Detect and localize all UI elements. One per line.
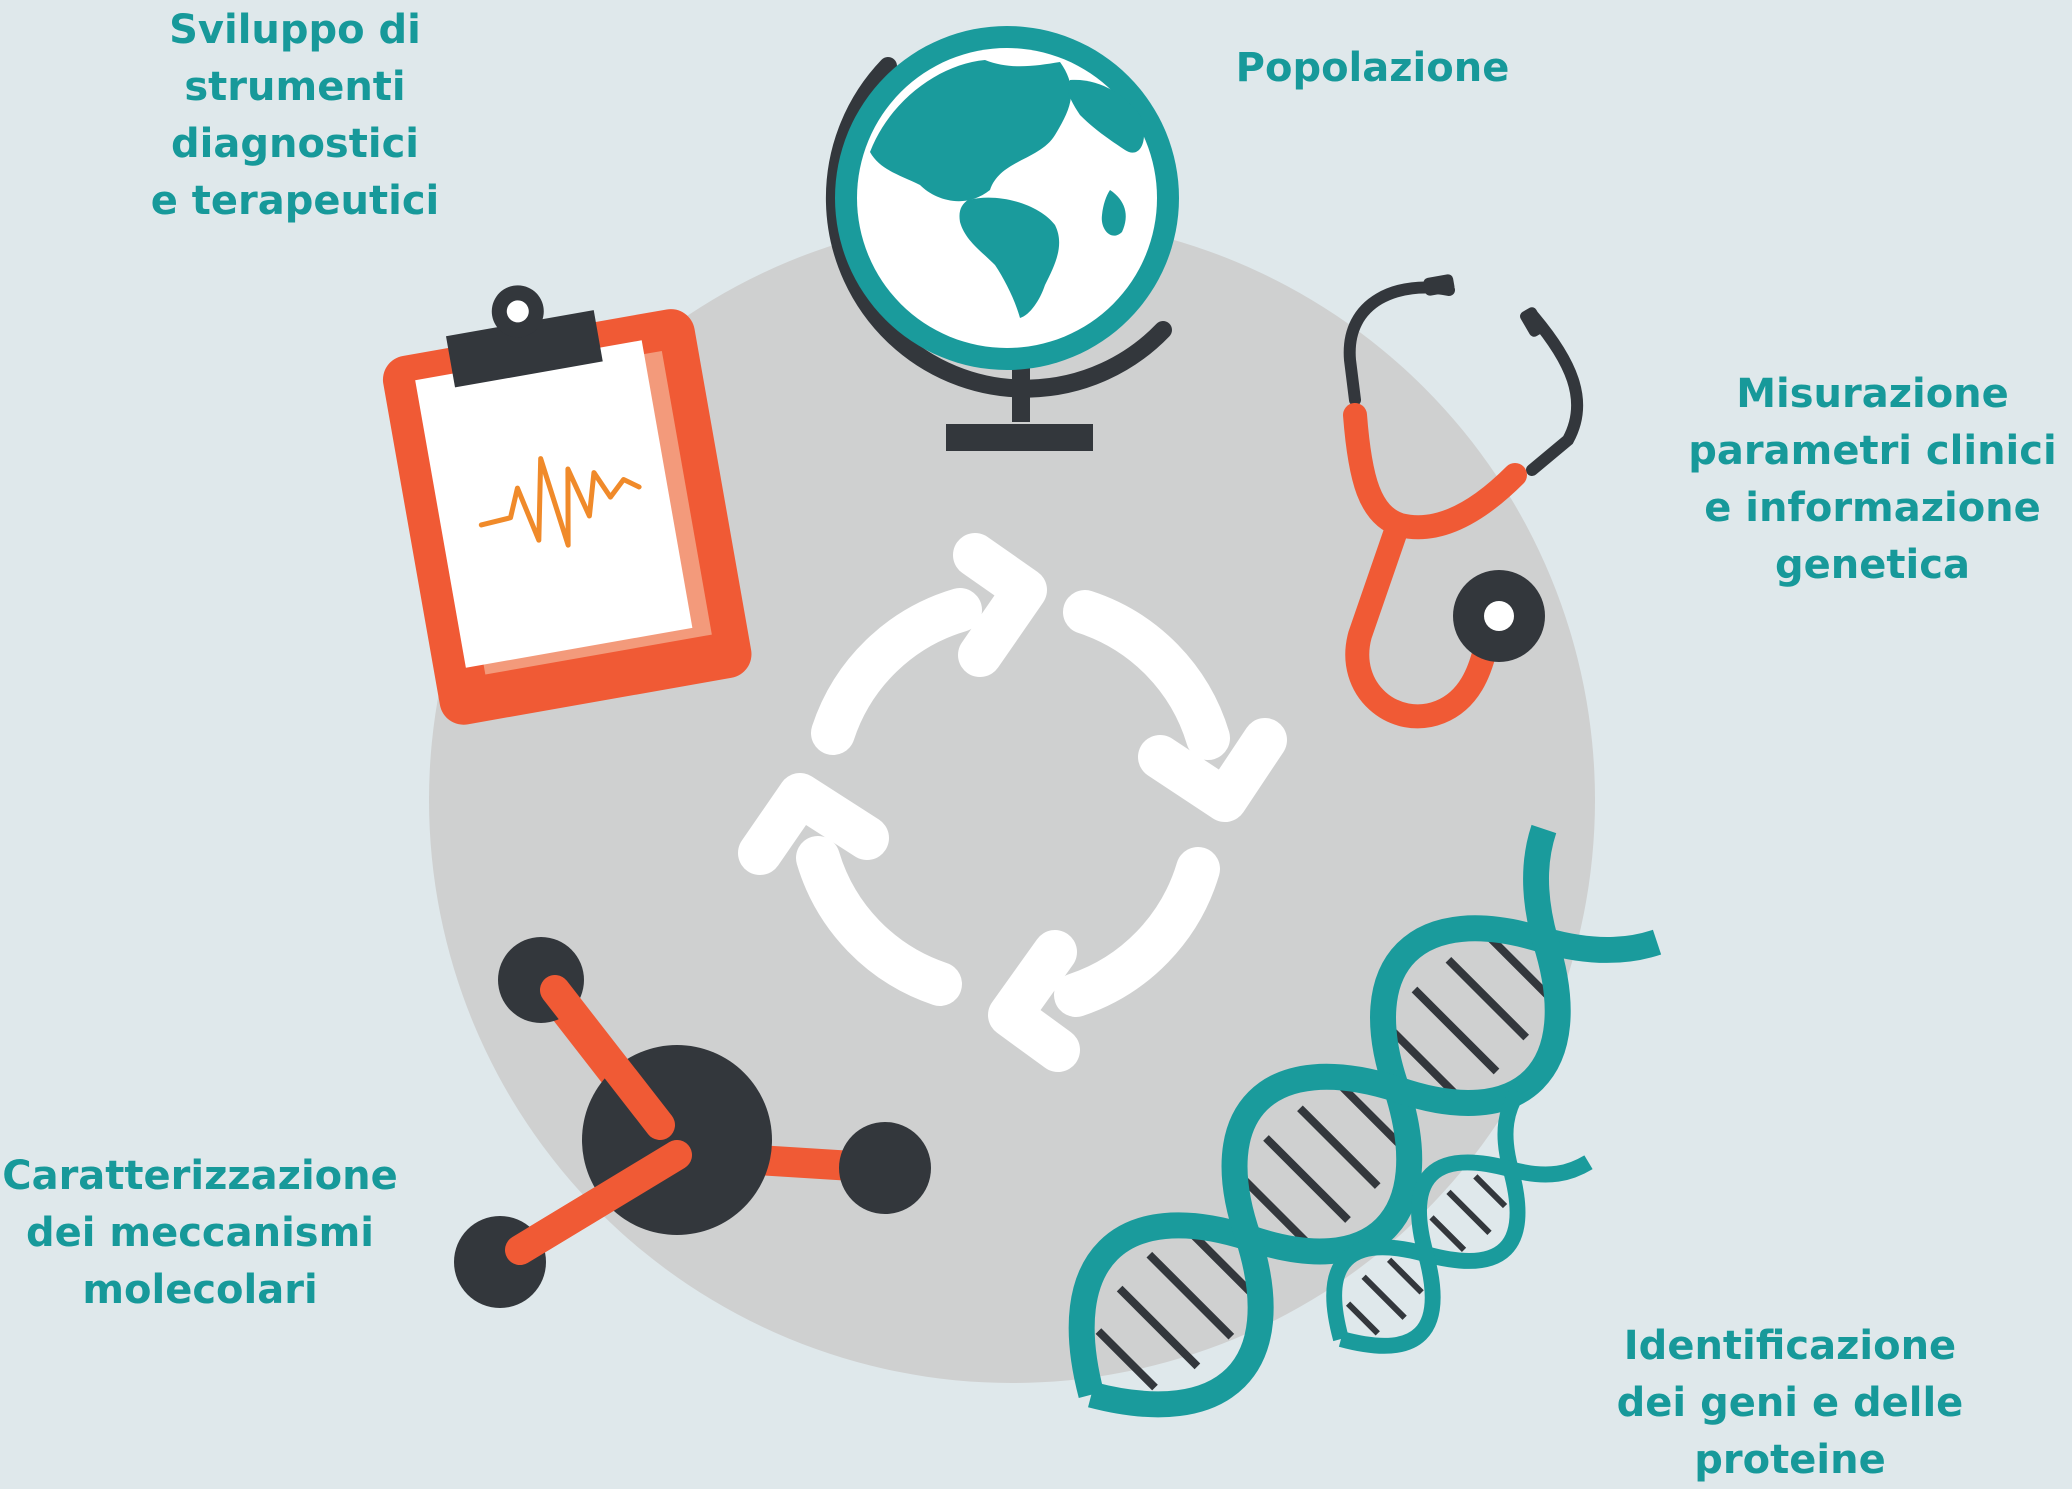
dna-small-icon — [1326, 1087, 1593, 1354]
globe-icon — [825, 26, 1179, 451]
label-sviluppo: Sviluppo di strumenti diagnostici e tera… — [150, 7, 440, 224]
molecule-icon — [454, 937, 931, 1308]
dna-icon — [1068, 824, 1662, 1418]
label-popolazione: Popolazione — [1235, 45, 1510, 91]
cycle-arrows-icon — [738, 533, 1287, 1072]
clipboard-icon — [382, 285, 752, 725]
label-caratterizzazione: Caratterizzazione dei meccanismi molecol… — [2, 1153, 398, 1313]
label-identificazione: Identificazione dei geni e delle protein… — [1616, 1323, 1964, 1483]
stethoscope-icon — [1343, 274, 1584, 729]
label-misurazione: Misurazione parametri clinici e informaz… — [1688, 371, 2057, 588]
